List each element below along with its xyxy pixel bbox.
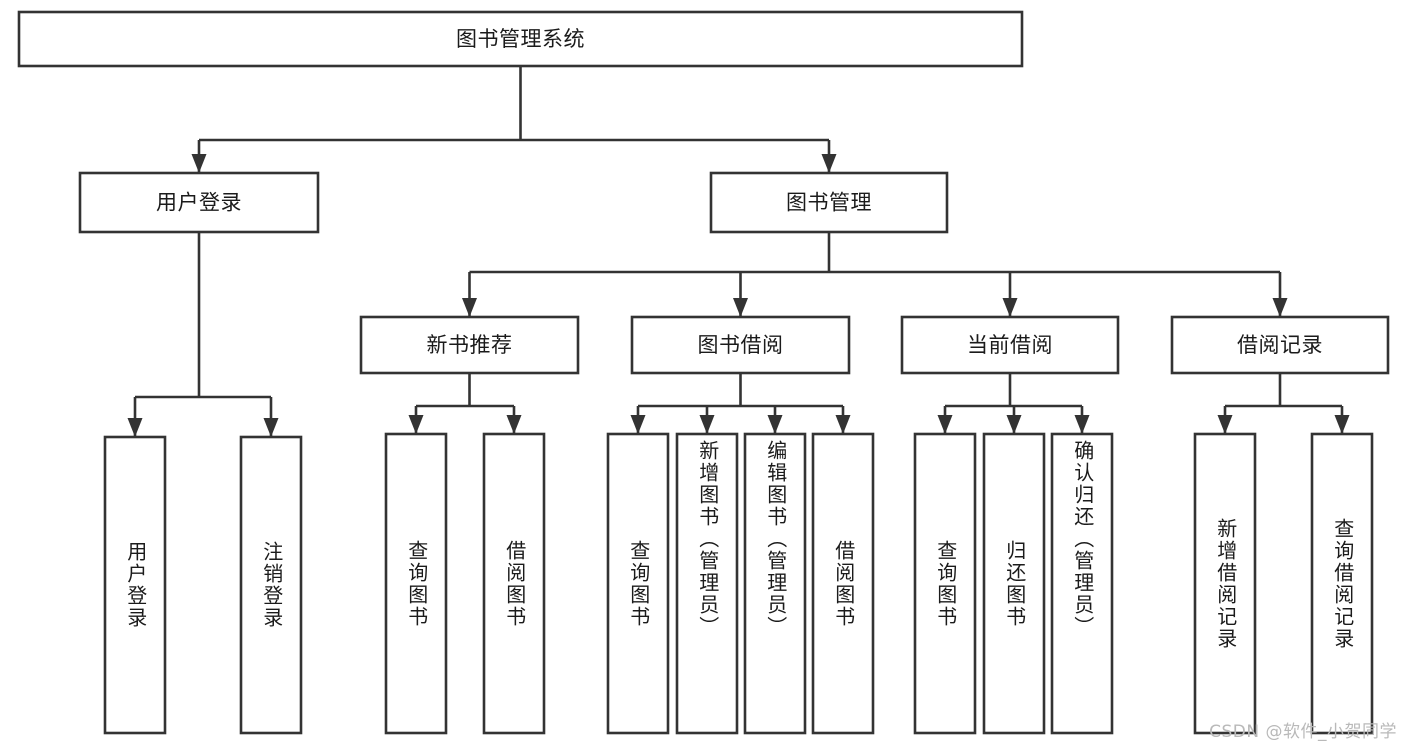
- node-box-borrow-record[interactable]: [1170, 315, 1390, 375]
- node-box-leaf-query-book-rec[interactable]: [384, 432, 448, 735]
- node-box-leaf-user-login[interactable]: [103, 435, 167, 735]
- arrow-head-icon: [1074, 415, 1090, 434]
- arrow-head-icon: [263, 418, 279, 437]
- arrow-head-icon: [408, 415, 424, 434]
- arrow-head-icon: [1217, 415, 1233, 434]
- node-box-leaf-confirm-return[interactable]: [1050, 432, 1114, 735]
- arrow-head-icon: [1272, 298, 1288, 317]
- node-box-leaf-return-book[interactable]: [982, 432, 1046, 735]
- arrow-head-icon: [821, 154, 837, 173]
- node-box-leaf-edit-book[interactable]: [743, 432, 807, 735]
- arrow-head-icon: [733, 298, 748, 317]
- arrow-head-icon: [127, 418, 143, 437]
- node-label-book-borrow: 图书借阅: [698, 333, 784, 357]
- csdn-watermark: CSDN @软件_小贺同学: [1209, 722, 1397, 742]
- node-box-book-manage[interactable]: [709, 171, 949, 234]
- arrow-head-icon: [1002, 298, 1018, 317]
- arrow-head-icon: [699, 415, 715, 434]
- arrow-head-icon: [1006, 415, 1022, 434]
- node-box-current-borrow[interactable]: [900, 315, 1120, 375]
- node-label-root: 图书管理系统: [456, 27, 585, 51]
- node-box-leaf-borrow-book-rec[interactable]: [482, 432, 546, 735]
- arrow-head-icon: [191, 154, 207, 173]
- node-box-leaf-logout[interactable]: [239, 435, 303, 735]
- node-label-book-manage: 图书管理: [786, 191, 872, 215]
- arrow-head-icon: [767, 415, 783, 434]
- arrow-head-icon: [462, 298, 477, 317]
- node-box-root[interactable]: [17, 10, 1024, 68]
- node-label-borrow-record: 借阅记录: [1237, 333, 1323, 357]
- connectors-layer: [127, 66, 1350, 437]
- node-label-user-login: 用户登录: [156, 191, 242, 215]
- node-box-leaf-add-book[interactable]: [675, 432, 739, 735]
- arrow-head-icon: [506, 415, 522, 434]
- node-box-user-login[interactable]: [78, 171, 320, 234]
- node-box-leaf-query-book-borrow[interactable]: [606, 432, 670, 735]
- arrow-head-icon: [835, 415, 851, 434]
- node-box-leaf-query-book-cur[interactable]: [913, 432, 977, 735]
- arrow-head-icon: [937, 415, 953, 434]
- node-label-current-borrow: 当前借阅: [967, 333, 1053, 357]
- node-box-leaf-query-record[interactable]: [1310, 432, 1374, 735]
- node-label-new-book-rec: 新书推荐: [427, 333, 513, 357]
- node-box-new-book-rec[interactable]: [359, 315, 580, 375]
- boxes-layer: [17, 10, 1390, 735]
- node-box-leaf-borrow-book[interactable]: [811, 432, 875, 735]
- arrow-head-icon: [630, 415, 646, 434]
- node-box-leaf-add-record[interactable]: [1193, 432, 1257, 735]
- node-box-book-borrow[interactable]: [630, 315, 851, 375]
- arrow-head-icon: [1334, 415, 1350, 434]
